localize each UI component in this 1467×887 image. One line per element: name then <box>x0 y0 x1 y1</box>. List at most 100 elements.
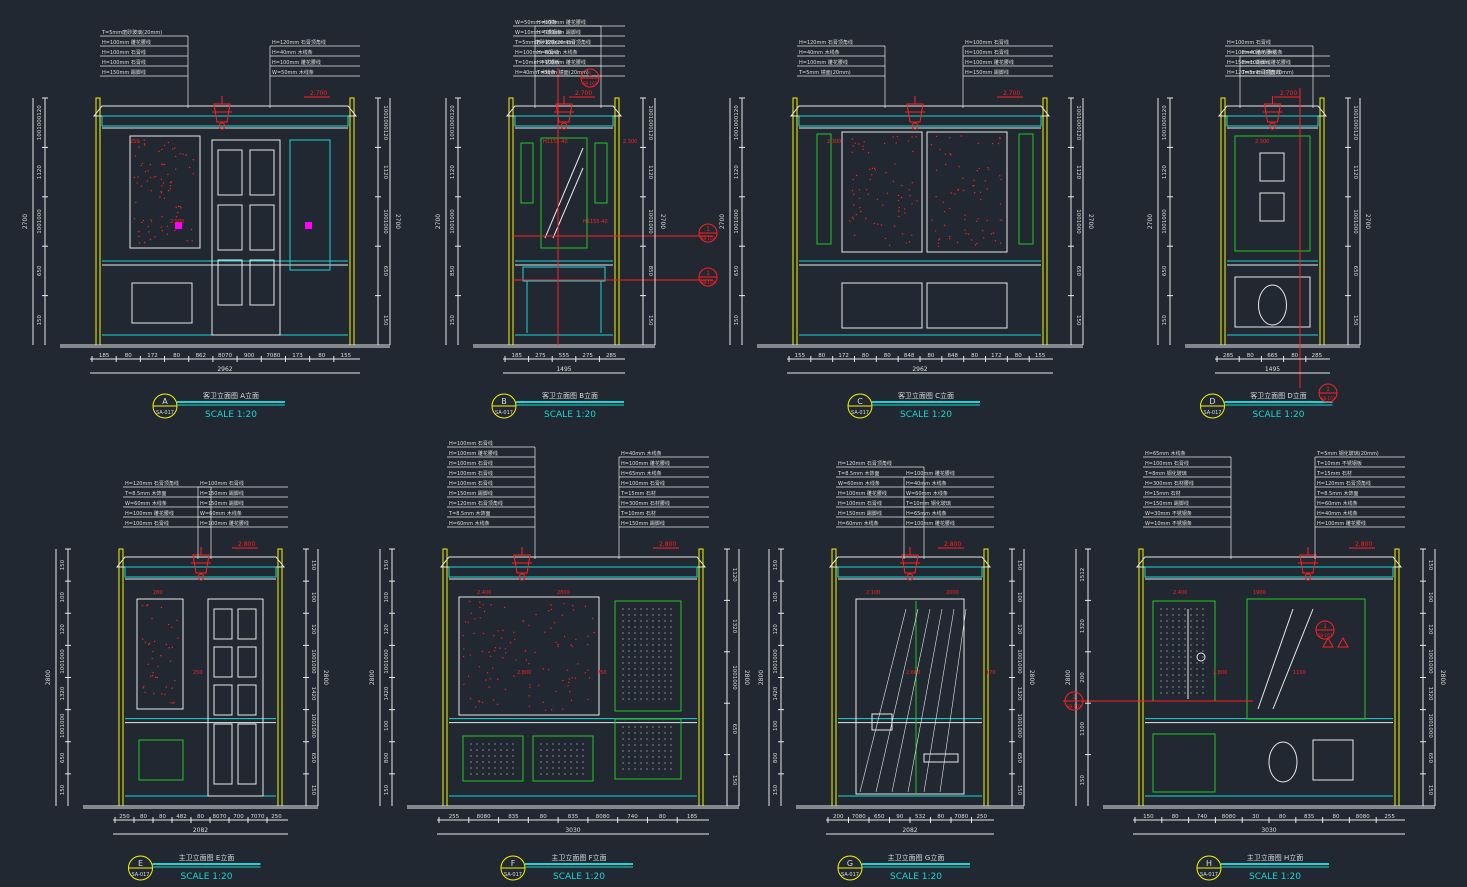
cornice-moulding <box>115 556 286 568</box>
dim-value: 185 <box>687 814 698 820</box>
note-text: T=10mm 不锈钢板 <box>514 59 560 66</box>
mosaic-dot <box>664 726 666 728</box>
mosaic-dot <box>652 674 654 676</box>
mosaic-dot <box>1202 668 1204 670</box>
mosaic-dot <box>1202 656 1204 658</box>
view-title: 客卫立面图 A立面 <box>203 391 259 400</box>
mosaic-dot <box>1166 674 1168 676</box>
mosaic-dot <box>646 614 648 616</box>
stone-speck <box>486 672 489 674</box>
mosaic-dot <box>582 749 584 751</box>
stone-speck <box>143 685 145 688</box>
dim-value: 650 <box>382 266 388 277</box>
note-text: W=50mm 木线条 <box>515 19 557 26</box>
dim-value: 1001000 <box>1016 649 1022 674</box>
mosaic-dot <box>488 749 490 751</box>
dim-value: 1320 <box>1427 687 1433 701</box>
mosaic-dot <box>558 749 560 751</box>
note-text: H=40mm 木线条 <box>272 49 313 56</box>
mosaic-texture <box>470 743 514 775</box>
mirror-reflection <box>1257 608 1294 710</box>
stone-speck <box>185 154 187 156</box>
stone-speck <box>950 154 952 156</box>
mosaic-dot <box>1196 608 1198 610</box>
mosaic-dot <box>1172 650 1174 652</box>
width-total-label: 2082 <box>902 827 917 834</box>
mosaic-dot <box>658 626 660 628</box>
dim-value: 8080 <box>477 814 491 820</box>
mosaic-dot <box>1190 668 1192 670</box>
callout-sheet: SB-103 <box>701 280 716 285</box>
mosaic-dot <box>512 749 514 751</box>
dim-value: 120 <box>1016 624 1022 635</box>
stone-speck <box>170 702 172 704</box>
stone-speck <box>169 182 172 184</box>
stone-speck <box>542 701 544 703</box>
dim-value: 80 <box>159 814 166 820</box>
mosaic-dot <box>652 632 654 634</box>
mosaic-dot <box>658 662 660 664</box>
mosaic-dot <box>1190 644 1192 646</box>
dim-value: 532 <box>915 814 926 820</box>
note-text: T=10mm 石材 <box>620 510 656 517</box>
mosaic-dot <box>470 767 472 769</box>
dim-value: 100 <box>1427 592 1433 603</box>
stone-speck <box>464 621 467 623</box>
mosaic-dot <box>546 761 548 763</box>
elevation-level: 2.800 <box>944 541 961 548</box>
mosaic-dot <box>1160 614 1162 616</box>
note-text: H=100mm 雕花腰线 <box>1242 59 1291 66</box>
dim-value: 665 <box>1267 353 1278 359</box>
note-text: H=100mm 石膏线 <box>965 39 1009 46</box>
view-title: 客卫立面图 D立面 <box>1250 391 1307 400</box>
mosaic-dot <box>1166 662 1168 664</box>
stone-speck <box>473 632 475 635</box>
mosaic-dot <box>634 614 636 616</box>
mosaic-dot <box>640 680 642 682</box>
elevation-level: 2.800 <box>659 541 676 548</box>
mosaic-dot <box>482 773 484 775</box>
stone-speck <box>149 163 152 166</box>
detail-dim: 2.400 <box>477 590 491 596</box>
stone-speck <box>172 148 174 150</box>
dim-value: 1001000 <box>1162 209 1168 234</box>
cornice-moulding <box>92 105 358 117</box>
stone-speck <box>153 692 155 695</box>
wall-lamp-icon <box>905 96 925 130</box>
height-total-label: 2800 <box>1439 670 1446 685</box>
dim-value: 120 <box>384 624 390 635</box>
mosaic-dot <box>506 761 508 763</box>
note-text: H=100mm 雕花腰线 <box>799 59 848 66</box>
mosaic-dot <box>570 761 572 763</box>
stone-speck <box>162 163 164 166</box>
mosaic-dot <box>576 773 578 775</box>
dim-value: 835 <box>568 814 579 820</box>
mosaic-dot <box>670 744 672 746</box>
mosaic-dot <box>634 608 636 610</box>
mosaic-dot <box>658 680 660 682</box>
dim-value: 1001000 <box>60 649 66 674</box>
stone-speck <box>935 169 938 171</box>
note-text: W=60mm 木线条 <box>125 500 167 507</box>
stone-speck <box>177 211 179 214</box>
stone-speck <box>544 631 546 633</box>
stone-speck <box>142 687 144 689</box>
mosaic-dot <box>658 756 660 758</box>
stone-speck <box>997 142 1000 145</box>
mirror-reflection <box>1272 608 1314 710</box>
stone-speck <box>467 675 470 677</box>
mosaic-dot <box>1196 680 1198 682</box>
stone-speck <box>488 686 490 688</box>
stone-speck <box>141 162 144 164</box>
stone-speck <box>871 174 873 176</box>
stone-speck <box>992 232 995 234</box>
mosaic-dot <box>634 692 636 694</box>
mosaic-dot <box>1202 674 1204 676</box>
stone-speck <box>949 137 951 139</box>
dim-value: 8080 <box>1222 814 1236 820</box>
mosaic-dot <box>658 668 660 670</box>
